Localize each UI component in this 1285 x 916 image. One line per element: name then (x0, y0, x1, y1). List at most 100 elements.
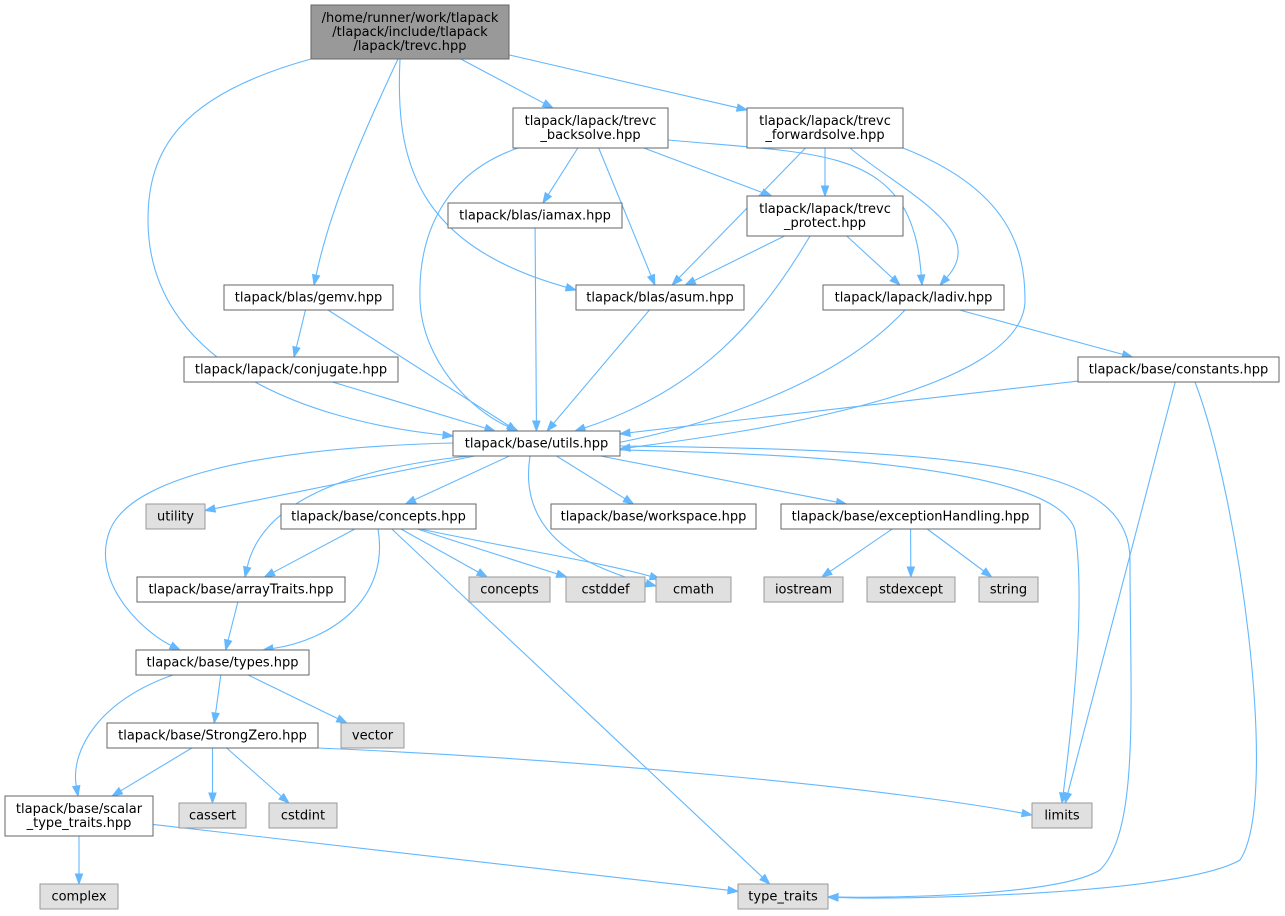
edge-line (327, 309, 509, 427)
edge-protect-to-asum (683, 235, 785, 286)
arrowhead (683, 276, 697, 286)
arrowhead (939, 274, 951, 287)
arrowhead (475, 568, 489, 578)
node-label: tlapack/base/arrayTraits.hpp (148, 583, 333, 598)
edge-line (419, 528, 651, 577)
node-complex: complex (39, 883, 119, 910)
node-box (310, 4, 510, 60)
arrowhead (546, 420, 558, 433)
node-label: iostream (775, 583, 832, 598)
node-utils[interactable]: tlapack/base/utils.hpp (452, 430, 621, 457)
node-limits: limits (1031, 802, 1093, 829)
arrowhead (292, 345, 301, 359)
edge-line (247, 674, 339, 720)
node-cassert: cassert (178, 802, 247, 829)
edge-utils-to-concepts_hpp (404, 455, 510, 505)
node-box (978, 576, 1039, 603)
node-label: tlapack/base/types.hpp (146, 656, 298, 671)
node-workspace[interactable]: tlapack/base/workspace.hpp (550, 503, 757, 530)
edge-forwardsolve-to-asum (671, 147, 806, 287)
edge-line (315, 58, 399, 276)
node-label: tlapack/base/StrongZero.hpp (118, 729, 307, 744)
arrowhead (243, 565, 252, 579)
node-cmath: cmath (655, 576, 732, 603)
node-box (565, 576, 646, 603)
node-box (178, 802, 247, 829)
arrowhead (759, 873, 771, 886)
arrowhead (71, 784, 81, 798)
edge-concepts_hpp-to-arraytraits (263, 528, 356, 578)
node-concepts-hpp[interactable]: tlapack/base/concepts.hpp (280, 503, 477, 530)
node-label: tlapack/base/exceptionHandling.hpp (792, 510, 1030, 525)
edge-line (1067, 381, 1176, 794)
edge-concepts_hpp-to-cstddef (417, 528, 569, 578)
arrowhead (263, 568, 276, 578)
edge-line (619, 449, 1080, 794)
arrowhead (889, 274, 902, 286)
node-box (452, 430, 621, 457)
edge-line (553, 309, 650, 424)
node-box (550, 503, 757, 530)
edge-line (74, 674, 174, 787)
edge-line (926, 528, 985, 572)
edge-line (273, 528, 356, 573)
node-forwardsolve[interactable]: tlapack/lapack/trevc_forwardsolve.hpp (746, 107, 904, 149)
edge-line (959, 309, 1123, 355)
edge-utils-to-typetraits (619, 445, 1132, 902)
arrowhead (1059, 792, 1068, 805)
node-protect[interactable]: tlapack/lapack/trevc_protect.hpp (746, 195, 904, 237)
edge-utils-to-types (104, 442, 454, 651)
edge-constants-to-limits (1063, 381, 1176, 805)
node-arraytraits[interactable]: tlapack/base/arrayTraits.hpp (136, 576, 346, 603)
node-cstddef: cstddef (565, 576, 646, 603)
node-trevc[interactable]: /home/runner/work/tlapack/tlapack/includ… (310, 4, 510, 60)
node-typetraits: type_traits (737, 883, 829, 910)
edge-line (120, 747, 193, 792)
node-box (280, 503, 477, 530)
node-conjugate[interactable]: tlapack/lapack/conjugate.hpp (183, 356, 399, 383)
node-box (866, 576, 956, 603)
node-label: tlapack/base/concepts.hpp (291, 510, 466, 525)
arrowhead (542, 191, 553, 205)
edge-utils-to-arraytraits (243, 455, 471, 579)
edge-line (643, 147, 763, 194)
edge-ladiv-to-constants (959, 309, 1134, 359)
edge-backsolve-to-utils (419, 147, 520, 432)
node-label: limits (1044, 809, 1080, 824)
edge-strongzero-to-cstdint (226, 747, 290, 804)
node-ladiv[interactable]: tlapack/lapack/ladiv.hpp (822, 284, 1005, 311)
edge-utils-to-limits (619, 449, 1080, 805)
edge-utils-to-workspace (556, 455, 635, 505)
edge-trevc-to-gemv (311, 58, 399, 287)
node-strongzero[interactable]: tlapack/base/StrongZero.hpp (106, 722, 319, 749)
node-backsolve[interactable]: tlapack/lapack/trevc_backsolve.hpp (512, 107, 669, 149)
node-label: tlapack/lapack/conjugate.hpp (195, 363, 387, 378)
node-label: tlapack/blas/iamax.hpp (459, 209, 611, 224)
node-exception[interactable]: tlapack/base/exceptionHandling.hpp (780, 503, 1041, 530)
node-label: tlapack/blas/gemv.hpp (235, 291, 382, 306)
node-cstdint: cstdint (268, 802, 338, 829)
arrowhead (622, 494, 635, 505)
edge-scalartraits-to-complex (74, 836, 84, 886)
node-box (746, 195, 904, 237)
node-gemv[interactable]: tlapack/blas/gemv.hpp (223, 284, 394, 311)
edge-utils-to-cmath (528, 455, 658, 588)
arrowhead (727, 885, 740, 895)
edge-strongzero-to-cassert (208, 748, 217, 805)
node-label: _forwardsolve.hpp (764, 128, 884, 143)
edge-arraytraits-to-types (224, 601, 239, 652)
edge-line (584, 235, 811, 429)
arrowhead (110, 786, 124, 797)
node-asum[interactable]: tlapack/blas/asum.hpp (575, 284, 745, 311)
node-constants[interactable]: tlapack/base/constants.hpp (1077, 356, 1280, 383)
edge-concepts_hpp-to-concepts (400, 528, 489, 578)
edge-line (152, 823, 729, 891)
edge-backsolve-to-iamax (542, 147, 579, 205)
node-box (763, 576, 844, 603)
node-types[interactable]: tlapack/base/types.hpp (135, 649, 310, 676)
node-scalartraits[interactable]: tlapack/base/scalar_type_traits.hpp (4, 795, 154, 837)
edge-trevc-to-utils (147, 58, 455, 440)
node-utility: utility (145, 503, 206, 530)
node-label: _backsolve.hpp (539, 128, 640, 143)
node-iamax[interactable]: tlapack/blas/iamax.hpp (447, 202, 623, 229)
